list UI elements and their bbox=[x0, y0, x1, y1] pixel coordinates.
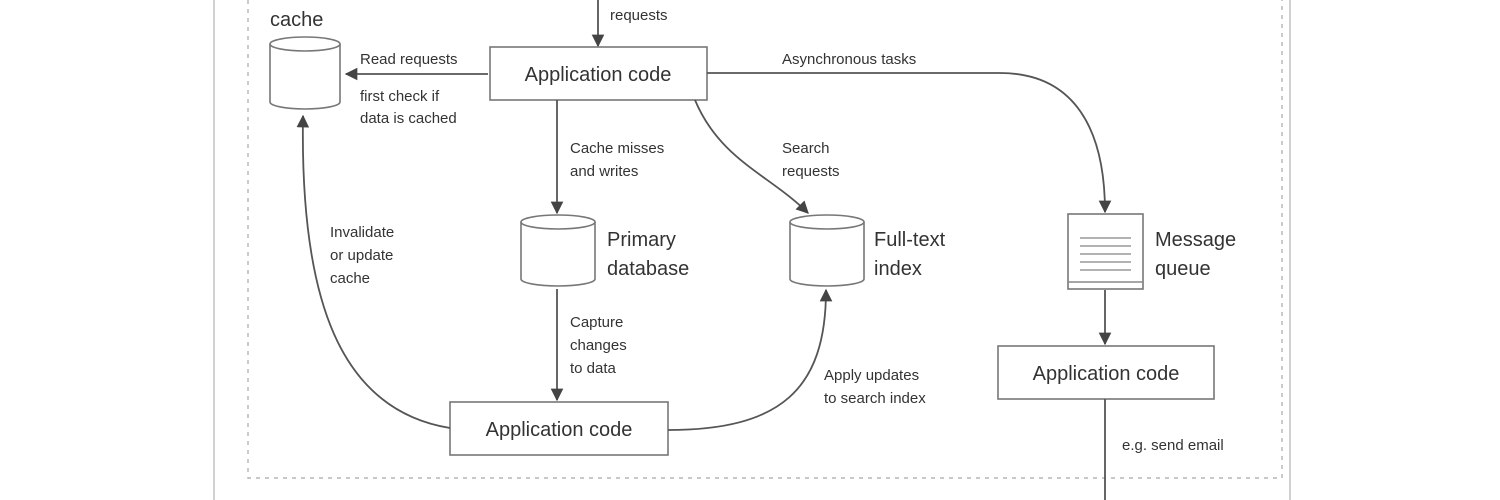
first-check-line1: first check if bbox=[360, 88, 440, 105]
search-requests-arrow bbox=[694, 99, 809, 214]
invalidate-cache-arrow bbox=[296, 114, 451, 429]
invalidate-line1: Invalidate bbox=[330, 224, 394, 241]
primary-database-cylinder bbox=[520, 214, 596, 287]
capture-line1: Capture bbox=[570, 314, 623, 331]
app-code-bottom-label: Application code bbox=[486, 419, 633, 441]
cache-misses-line1: Cache misses bbox=[570, 140, 664, 157]
apply-line1: Apply updates bbox=[824, 367, 919, 384]
app-code-right-box bbox=[997, 345, 1215, 400]
search-requests-line2: requests bbox=[782, 163, 840, 180]
async-tasks-label: Asynchronous tasks bbox=[782, 51, 916, 68]
cache-label: cache bbox=[270, 9, 323, 31]
app-code-top-box bbox=[489, 46, 708, 101]
first-check-line2: data is cached bbox=[360, 110, 457, 127]
async-tasks-arrow bbox=[707, 72, 1112, 214]
capture-line2: changes bbox=[570, 337, 627, 354]
send-email-label: e.g. send email bbox=[1122, 437, 1224, 454]
app-code-top-label: Application code bbox=[525, 64, 672, 86]
cache-misses-line2: and writes bbox=[570, 163, 638, 180]
app-code-bottom-box bbox=[449, 401, 669, 456]
outer-border bbox=[213, 0, 1291, 500]
cache-cylinder bbox=[269, 36, 341, 110]
fulltext-line1: Full-text bbox=[874, 229, 946, 251]
primary-db-line1: Primary bbox=[607, 229, 676, 251]
search-requests-line1: Search bbox=[782, 140, 830, 157]
app-code-right-label: Application code bbox=[1033, 363, 1180, 385]
mq-line1: Message bbox=[1155, 229, 1236, 251]
apply-updates-arrow bbox=[667, 288, 833, 431]
invalidate-line3: cache bbox=[330, 270, 370, 287]
fulltext-index-cylinder bbox=[789, 214, 865, 287]
mq-line2: queue bbox=[1155, 258, 1211, 280]
primary-db-line2: database bbox=[607, 258, 689, 280]
message-queue-icon bbox=[1067, 213, 1144, 290]
capture-line3: to data bbox=[570, 360, 617, 377]
read-requests-label: Read requests bbox=[360, 51, 458, 68]
fulltext-line2: index bbox=[874, 258, 922, 280]
invalidate-line2: or update bbox=[330, 247, 393, 264]
requests-label: requests bbox=[610, 7, 668, 24]
apply-line2: to search index bbox=[824, 390, 926, 407]
